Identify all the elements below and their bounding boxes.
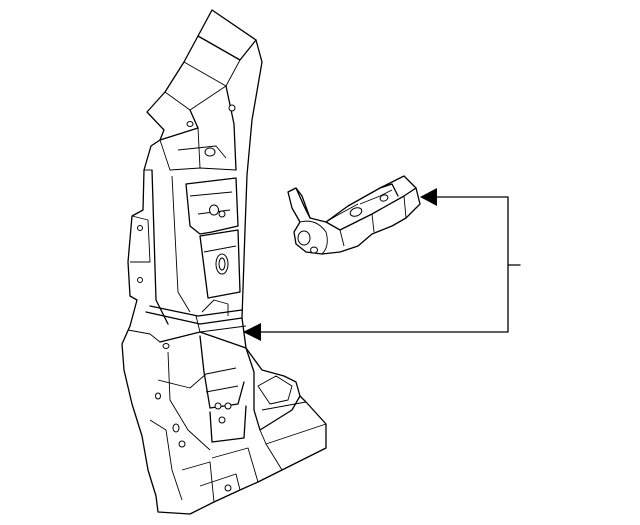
callout [243, 188, 521, 341]
arrow-head-upper [420, 188, 437, 206]
pillar-panel [121, 9, 327, 515]
arrow-head-lower [243, 323, 261, 341]
bracket-part [287, 175, 421, 255]
